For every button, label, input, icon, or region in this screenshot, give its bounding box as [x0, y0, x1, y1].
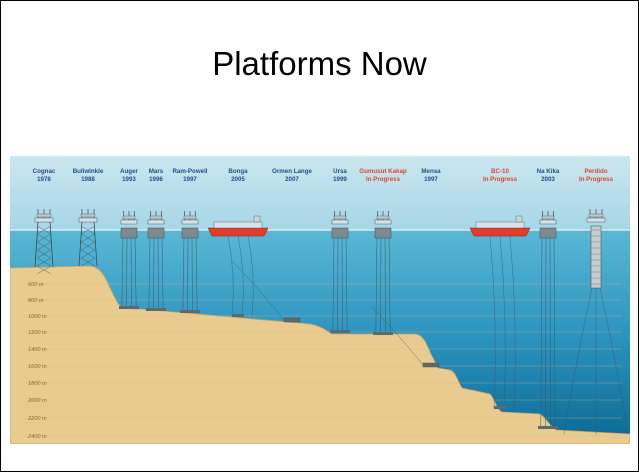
platform-name: BC-10 [491, 168, 509, 175]
platform-year: 1993 [122, 176, 136, 183]
platform-structures [34, 209, 629, 435]
depth-label: 2200 m [27, 416, 47, 422]
depth-label: 1600 m [28, 364, 47, 370]
platform-cognac [34, 209, 54, 275]
platform-year: 1996 [149, 176, 163, 183]
platform-auger [119, 211, 139, 309]
platform-gumusut-kakap [373, 211, 393, 335]
platform-mars [146, 211, 166, 311]
depth-label: 600 m [28, 282, 44, 288]
platform-ursa [330, 211, 350, 333]
platform-year: 1997 [424, 176, 438, 183]
depth-gridlines: 600 m 800 m 1000 m 1200 m 1400 m 1600 m 1800 m… [24, 282, 622, 440]
platform-name: Ursa [333, 168, 347, 175]
depth-label: 1400 m [28, 347, 47, 353]
platform-name: Cognac [33, 168, 56, 175]
platform-bc-10 [469, 215, 531, 409]
depth-label: 1200 m [28, 330, 47, 336]
platform-name: Na Kika [537, 168, 560, 175]
platforms-diagram: 600 m 800 m 1000 m 1200 m 1400 m 1600 m 1800 m… [10, 156, 630, 444]
platform-labels: Cognac1978Bullwinkle1988Auger1993Mars199… [33, 168, 614, 183]
platform-year: 2005 [231, 176, 245, 183]
slide-title: Platforms Now [212, 45, 427, 82]
platform-year: In Progress [366, 176, 401, 183]
platform-ram-powell [180, 211, 200, 313]
depth-label: 2400 m [27, 434, 47, 440]
platform-na-kika [538, 211, 558, 429]
platform-name: Ormen Lange [272, 168, 312, 175]
depth-label: 2000 m [27, 398, 47, 404]
platform-year: 1999 [333, 176, 347, 183]
depth-label: 1800 m [28, 381, 47, 387]
platform-year: 1997 [183, 176, 197, 183]
platform-name: Mars [149, 168, 164, 175]
depth-label: 1000 m [28, 314, 47, 320]
sky-band [10, 156, 630, 230]
platform-name: Ram-Powell [172, 168, 207, 175]
seabed-profile [10, 265, 630, 444]
platforms-illustration: 600 m 800 m 1000 m 1200 m 1400 m 1600 m 1800 m… [10, 156, 630, 444]
platform-perdido [563, 209, 629, 435]
depth-label: 800 m [28, 298, 44, 304]
platform-ormen-lange [231, 260, 301, 323]
platform-year: In Progress [483, 176, 518, 183]
platform-bonga [207, 215, 269, 317]
platform-year: 1988 [81, 176, 95, 183]
platform-name: Gumusut Kakap [359, 168, 407, 175]
platform-name: Bullwinkle [73, 168, 104, 175]
platform-mensa [370, 305, 440, 368]
platform-name: Perdido [584, 168, 607, 175]
platform-bullwinkle [78, 209, 98, 267]
platform-year: 2007 [285, 176, 299, 183]
platform-year: In Progress [579, 176, 614, 183]
platform-name: Mensa [421, 168, 441, 175]
platform-name: Bonga [228, 168, 248, 175]
platform-year: 2003 [541, 176, 555, 183]
platform-name: Auger [120, 168, 138, 175]
platform-year: 1978 [37, 176, 51, 183]
